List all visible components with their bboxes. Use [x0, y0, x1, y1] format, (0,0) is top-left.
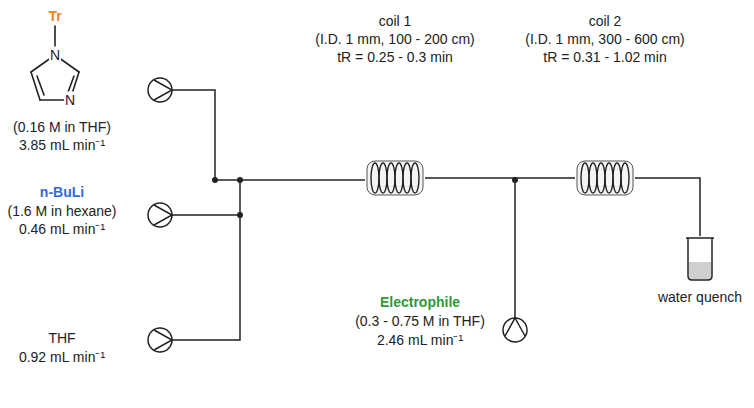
tubing-line	[425, 177, 575, 179]
coil-spec: tR = 0.31 - 1.02 min	[491, 48, 719, 66]
reactor-coil: coil 2(I.D. 1 mm, 300 - 600 cm)tR = 0.31…	[491, 12, 719, 202]
protecting-group: Tr	[48, 8, 61, 25]
quench-vessel: water quench	[646, 236, 754, 308]
reagent-label: 3.85 mL min⁻¹	[19, 137, 105, 154]
reagent-label: 0.46 mL min⁻¹	[19, 221, 105, 238]
coil-spec: tR = 0.25 - 0.3 min	[281, 48, 509, 66]
atom-label: N	[64, 92, 76, 109]
coil-spec: (I.D. 1 mm, 300 - 600 cm)	[491, 30, 719, 48]
coil-spec: (I.D. 1 mm, 100 - 200 cm)	[281, 30, 509, 48]
reagent-label: (0.16 M in THF)	[13, 119, 111, 136]
coil-symbol	[575, 158, 635, 198]
coil-symbol	[365, 158, 425, 198]
reagent-label: THF	[48, 330, 75, 347]
reagent-label: 0.92 mL min⁻¹	[19, 349, 105, 366]
reagent-label: 2.46 mL min⁻¹	[377, 332, 463, 349]
coil-name: coil 1	[281, 12, 509, 30]
reagent-label: (1.6 M in hexane)	[8, 203, 117, 220]
quench-vial	[685, 236, 715, 282]
coil-name: coil 2	[491, 12, 719, 30]
reagent-label: (0.3 - 0.75 M in THF)	[355, 313, 485, 330]
reactor-coil: coil 1(I.D. 1 mm, 100 - 200 cm)tR = 0.25…	[281, 12, 509, 202]
pump-symbol	[148, 78, 527, 352]
reagent-label: Electrophile	[380, 294, 460, 311]
reagent-label: n-BuLi	[40, 184, 84, 201]
atom-label: N	[49, 47, 61, 64]
tubing-line	[635, 178, 700, 236]
vessel-label: water quench	[646, 288, 754, 306]
